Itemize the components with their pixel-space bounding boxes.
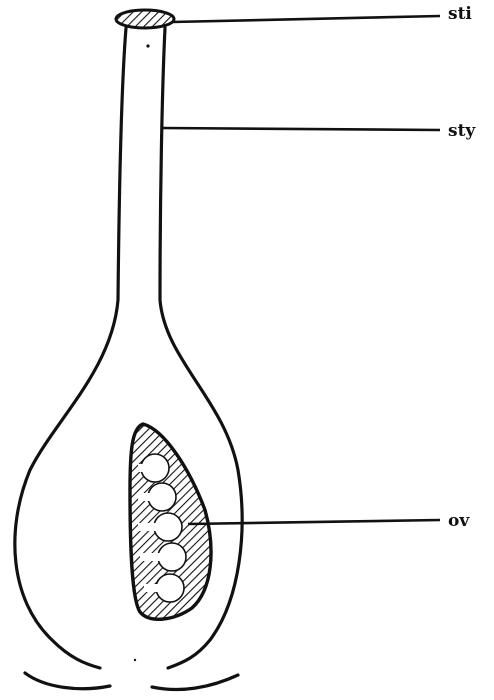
- base-left-curve: [23, 671, 112, 691]
- label-ovary: ov: [448, 511, 470, 531]
- base-right-curve: [150, 673, 240, 692]
- leader-line-sty: [161, 126, 441, 132]
- ovules: [138, 453, 187, 603]
- funicle-3: [138, 523, 164, 531]
- pistil-outline: [13, 26, 244, 670]
- leader-line-sti: [171, 14, 441, 24]
- label-style: sty: [448, 121, 476, 141]
- funicle-4: [140, 553, 168, 561]
- funicle-1: [138, 464, 152, 472]
- funicle-5: [144, 584, 166, 592]
- funicle-2: [138, 493, 158, 501]
- stigma: [114, 8, 176, 30]
- speck: [133, 658, 137, 662]
- label-stigma: sti: [448, 4, 472, 24]
- leader-line-ov: [187, 518, 441, 526]
- style-speck: [146, 44, 150, 48]
